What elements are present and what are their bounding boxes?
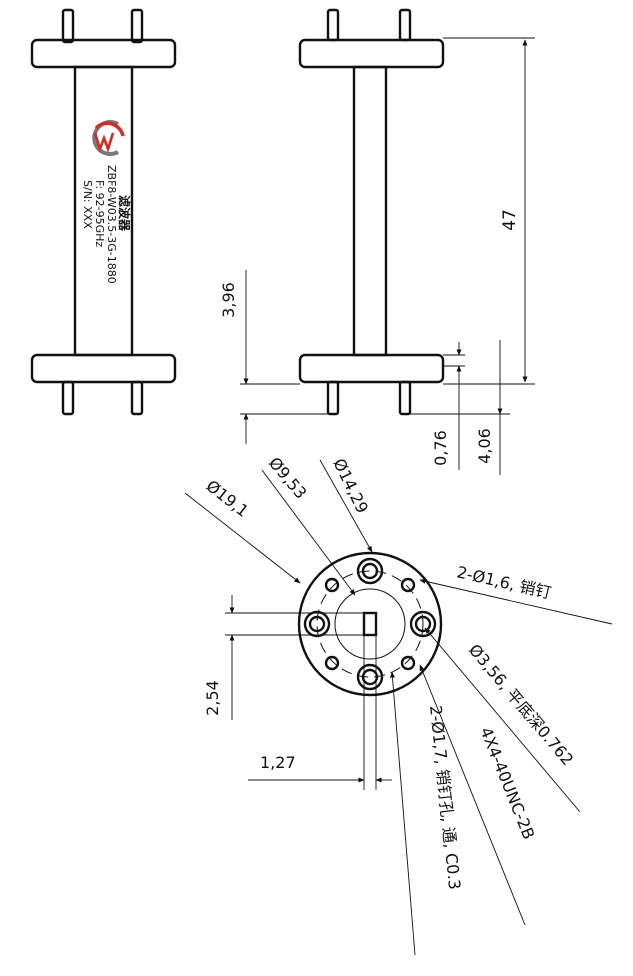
note-pin-hole: 2-Ø1,7, 销钉孔, 通, C0.3	[426, 704, 464, 890]
dim-dia-bolt-circle: Ø14,29	[329, 455, 372, 516]
svg-text:47: 47	[500, 209, 520, 231]
side-view	[298, 8, 445, 416]
dim-waveguide-width: 1,27	[248, 635, 392, 790]
frequency-range: F: 92-95GHz	[93, 180, 106, 247]
svg-text:2,54: 2,54	[203, 680, 222, 716]
dim-dia-boss: Ø9,53	[265, 453, 311, 502]
leaders	[184, 459, 613, 956]
note-counterbore: Ø3,56, 平底深0.762	[465, 640, 577, 769]
dim-flange-height: 3,96	[219, 270, 328, 444]
dim-dia-flange: Ø19,1	[203, 476, 253, 521]
brand-logo	[92, 120, 125, 156]
note-dowel-pin: 2-Ø1,6, 销钉	[455, 562, 553, 602]
dim-gap: 0,76 4,06	[410, 340, 510, 475]
note-thread: 4X4-40UNC-2B	[476, 724, 538, 842]
flange-face-view	[297, 551, 443, 697]
model-number: ZBF8-W03.5-3G-1880	[105, 165, 118, 284]
svg-text:0,76: 0,76	[431, 430, 450, 466]
serial-number: S/N: XXX	[81, 180, 94, 229]
svg-text:4,06: 4,06	[475, 428, 494, 464]
dim-waveguide-height: 2,54	[203, 595, 364, 720]
dim-length: 47	[443, 37, 535, 385]
svg-text:3,96: 3,96	[219, 282, 238, 318]
product-name: 滤波器	[117, 195, 132, 232]
svg-text:1,27: 1,27	[260, 753, 296, 772]
front-view: 滤波器 ZBF8-W03.5-3G-1880 F: 92-95GHz S/N: …	[30, 8, 177, 416]
